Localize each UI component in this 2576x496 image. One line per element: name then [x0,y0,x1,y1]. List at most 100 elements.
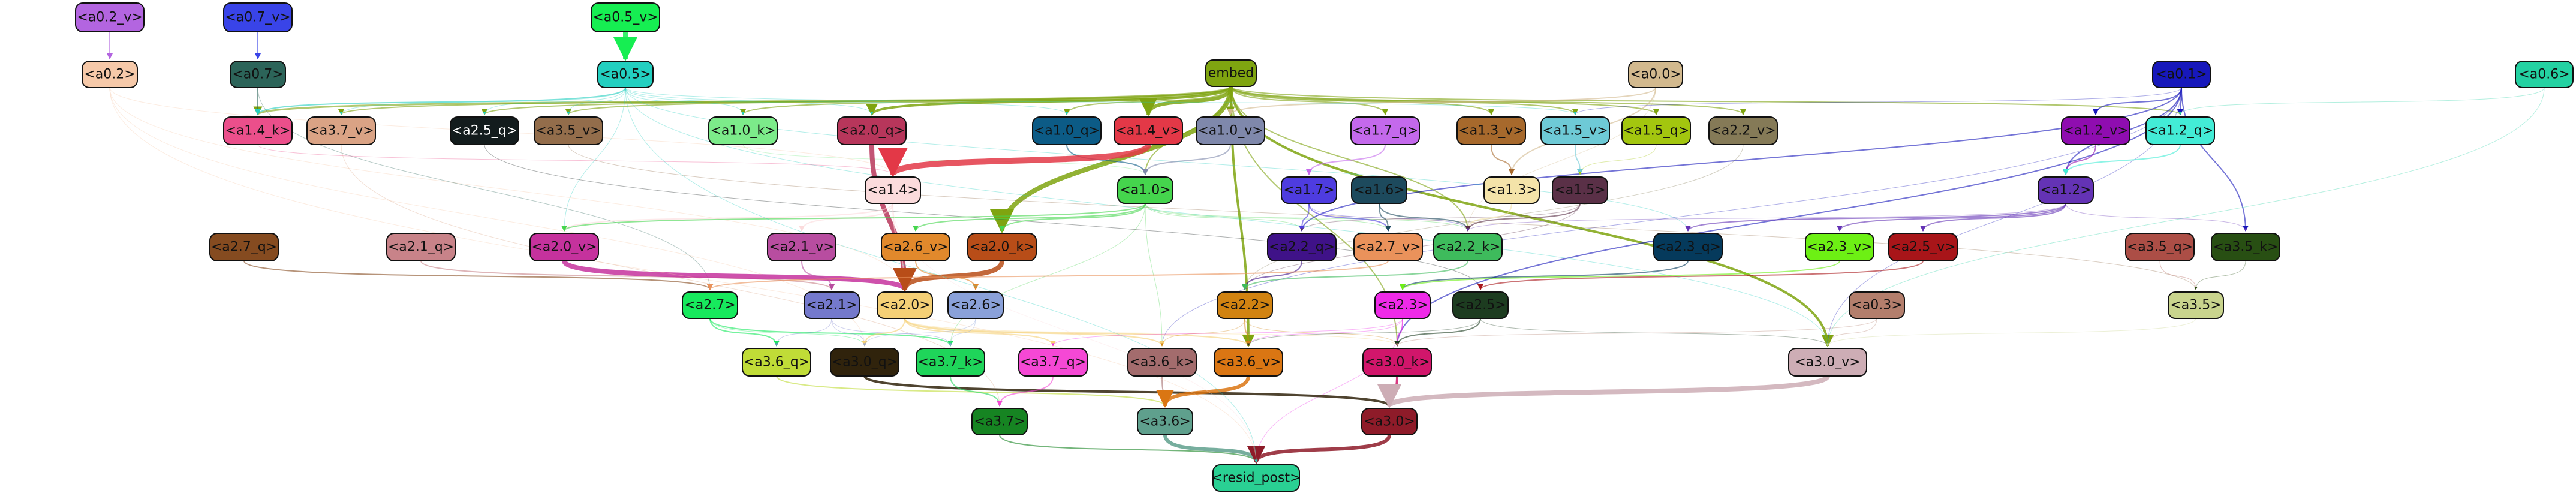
node-box [1350,116,1420,145]
node-a2-6[interactable]: <a2.6> [947,291,1004,319]
node-a3-0-v[interactable]: <a3.0_v> [1788,348,1867,377]
node-a2-0-v[interactable]: <a2.0_v> [529,233,599,261]
node-a3-6-q[interactable]: <a3.6_q> [742,348,811,377]
node-a1-4[interactable]: <a1.4> [865,176,921,204]
node-a2-0-k[interactable]: <a2.0_k> [967,233,1037,261]
node-a2-2-q[interactable]: <a2.2_q> [1267,233,1337,261]
node-a2-2-k[interactable]: <a2.2_k> [1433,233,1503,261]
node-a3-5-k[interactable]: <a3.5_k> [2211,233,2280,261]
node-box [865,176,921,204]
node-a1-3-v[interactable]: <a1.3_v> [1456,116,1526,145]
edge-a2_1-to-a3_0_q [831,318,866,347]
node-a2-0-q[interactable]: <a2.0_q> [837,116,907,145]
node-a0-3[interactable]: <a0.3> [1849,291,1905,319]
node-a2-5[interactable]: <a2.5> [1452,291,1509,319]
node-a3-6[interactable]: <a3.6> [1137,408,1193,435]
node-a0-2-v[interactable]: <a0.2_v> [75,2,145,32]
node-a0-7[interactable]: <a0.7> [230,61,286,88]
node-a3-5-v[interactable]: <a3.5_v> [534,116,603,145]
node-a0-2[interactable]: <a0.2> [82,61,138,88]
node-a2-1-q[interactable]: <a2.1_q> [386,233,456,261]
node-a1-7[interactable]: <a1.7> [1281,176,1337,204]
node-a2-0[interactable]: <a2.0> [877,291,933,319]
edge-a1_5_v-to-a1_5 [1575,144,1583,175]
edge-a1_2-to-a2_2_k [1466,203,2066,232]
node-a2-7-v[interactable]: <a2.7_v> [1353,233,1423,261]
node-a1-4-k[interactable]: <a1.4_k> [223,116,293,145]
edge-a1_5-to-a2_2_k [1465,203,1581,232]
node-label: <a1.5_q> [1623,124,1689,139]
node-a1-4-v[interactable]: <a1.4_v> [1114,116,1183,145]
node-a2-6-v[interactable]: <a2.6_v> [881,233,950,261]
node-a1-3[interactable]: <a1.3> [1483,176,1540,204]
node-a0-6[interactable]: <a0.6> [2515,61,2574,88]
node-a2-1[interactable]: <a2.1> [804,291,860,319]
node-a1-6[interactable]: <a1.6> [1351,176,1407,204]
node-a1-2-q[interactable]: <a1.2_q> [2145,116,2215,145]
node-label: <a1.2_q> [2147,124,2213,139]
node-a1-5-v[interactable]: <a1.5_v> [1540,116,1610,145]
node-a2-2[interactable]: <a2.2> [1217,291,1273,319]
node-box [1452,291,1509,319]
node-a0-0[interactable]: <a0.0> [1628,61,1683,88]
node-a2-7[interactable]: <a2.7> [682,291,738,319]
node-label: <a1.7> [1283,183,1334,198]
node-a2-7-q[interactable]: <a2.7_q> [209,233,279,261]
node-box [1888,233,1958,261]
node-a1-0-q[interactable]: <a1.0_q> [1032,116,1102,145]
node-a3-0[interactable]: <a3.0> [1361,408,1418,435]
node-a3-5[interactable]: <a3.5> [2168,291,2224,319]
node-a2-1-v[interactable]: <a2.1_v> [767,233,836,261]
edge-a2_1-to-a3_7_k [831,318,952,347]
node-label: <a2.5_v> [1890,240,1955,255]
node-a2-2-v[interactable]: <a2.2_v> [1708,116,1778,145]
node-a2-5-v[interactable]: <a2.5_v> [1888,233,1958,261]
node-box [1788,348,1867,377]
edge-a1_2-to-a2_3_q [1685,203,2066,232]
edges-layer [107,32,2545,464]
node-a1-2[interactable]: <a1.2> [2038,176,2094,204]
node-a2-3-q[interactable]: <a2.3_q> [1653,233,1723,261]
node-a1-5-q[interactable]: <a1.5_q> [1621,116,1691,145]
edge-embed-to-a3_0_v [1230,86,1834,347]
node-a2-5-q[interactable]: <a2.5_q> [450,116,519,145]
edge-a1_4-to-a2_0_v [561,203,893,232]
node-a1-0-k[interactable]: <a1.0_k> [708,116,778,145]
node-a3-7-v[interactable]: <a3.7_v> [306,116,376,145]
node-box [1018,348,1088,377]
node-resid-post[interactable]: <resid_post> [1211,464,1301,492]
node-a1-5[interactable]: <a1.5> [1552,176,1608,204]
edge-a3_0-to-resid_post [1247,434,1391,464]
node-box [82,61,138,88]
node-a1-0-v[interactable]: <a1.0_v> [1196,116,1265,145]
edge-a0_5-to-a1_0_k [625,87,745,115]
node-label: <a2.7_v> [1355,240,1421,255]
node-a3-6-v[interactable]: <a3.6_v> [1214,348,1283,377]
node-a3-5-q[interactable]: <a3.5_q> [2125,233,2195,261]
node-a0-5-v[interactable]: <a0.5_v> [591,2,660,32]
node-label: <a2.5_q> [452,124,517,139]
node-a3-6-k[interactable]: <a3.6_k> [1127,348,1197,377]
node-a3-7[interactable]: <a3.7> [971,408,1028,435]
edge-a0_5-to-a2_0_v [562,87,626,232]
node-a3-0-k[interactable]: <a3.0_k> [1362,348,1432,377]
node-label: <a3.0_q> [832,355,898,370]
node-a1-0[interactable]: <a1.0> [1117,176,1173,204]
node-a3-0-q[interactable]: <a3.0_q> [830,348,899,377]
edge-a0_1-to-a1_5_v [1573,87,2182,115]
node-a1-2-v[interactable]: <a1.2_v> [2061,116,2130,145]
node-a2-3[interactable]: <a2.3> [1374,291,1431,319]
edge-a3_5_k-to-a3_5 [2194,260,2246,290]
edge-a2_2-to-a3_6_v [1244,318,1251,347]
node-a2-3-v[interactable]: <a2.3_v> [1805,233,1874,261]
node-a1-7-q[interactable]: <a1.7_q> [1350,116,1420,145]
node-label: <a0.2> [84,67,135,82]
node-a0-1[interactable]: <a0.1> [2152,61,2211,88]
node-box [2145,116,2215,145]
node-embed[interactable]: embed [1205,59,1257,87]
node-a0-7-v[interactable]: <a0.7_v> [223,2,293,32]
node-a3-7-q[interactable]: <a3.7_q> [1018,348,1088,377]
node-a0-5[interactable]: <a0.5> [597,61,654,88]
edge-a0_5-to-a1_4_k [255,87,626,115]
node-a3-7-k[interactable]: <a3.7_k> [916,348,985,377]
